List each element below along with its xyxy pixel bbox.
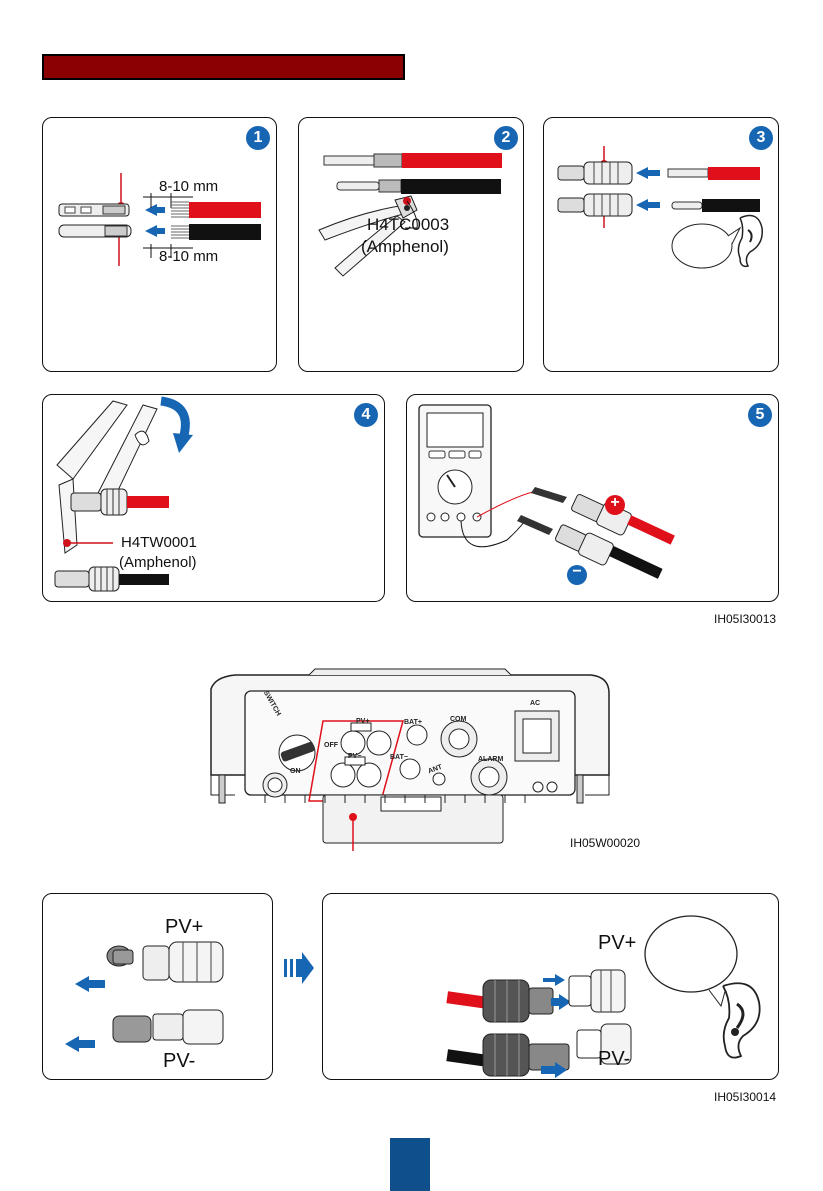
label-alarm: ALARM xyxy=(478,756,503,763)
label-com: COM xyxy=(450,716,466,723)
step1-dim-top: 8-10 mm xyxy=(159,178,218,195)
connect-pv-minus: PV- xyxy=(598,1048,630,1071)
step4-tool-model: H4TW0001 xyxy=(121,534,197,551)
label-pv-minus: PV− xyxy=(348,753,361,760)
connect-pv-plus: PV+ xyxy=(598,932,636,955)
dust-pv-plus: PV+ xyxy=(165,916,203,939)
step5-panel: 5 + − xyxy=(406,394,779,602)
step3-panel: 3 xyxy=(543,117,779,372)
figure-code-inverter: IH05W00020 xyxy=(570,836,640,850)
label-bat-minus: BAT− xyxy=(390,754,408,761)
plus-sign: + xyxy=(607,494,623,512)
page-number-box xyxy=(390,1138,430,1191)
step4-tool-brand: (Amphenol) xyxy=(119,554,197,571)
connect-panel: PV+ PV- xyxy=(322,893,779,1080)
step5-illustration xyxy=(407,395,780,603)
step4-illustration xyxy=(43,395,386,603)
step2-tool-brand: (Amphenol) xyxy=(361,237,449,257)
step2-panel: 2 H4TC0003 (Amphenol) xyxy=(298,117,524,372)
dust-cap-panel: PV+ PV- xyxy=(42,893,273,1080)
step3-illustration xyxy=(544,118,780,373)
label-pv-plus: PV+ xyxy=(356,718,369,725)
connect-illustration xyxy=(323,894,780,1081)
dust-cap-illustration xyxy=(43,894,274,1081)
dust-pv-minus: PV- xyxy=(163,1050,195,1073)
step4-panel: 4 H4TW0001 (Amphenol) xyxy=(42,394,385,602)
step1-panel: 1 8-10 mm 8-10 mm xyxy=(42,117,277,372)
step1-illustration xyxy=(43,118,278,373)
step1-dim-bottom: 8-10 mm xyxy=(159,248,218,265)
section-title-bar xyxy=(42,54,405,80)
label-on: ON xyxy=(290,768,301,775)
label-off: OFF xyxy=(324,742,338,749)
minus-sign: − xyxy=(569,563,585,581)
label-bat-plus: BAT+ xyxy=(404,719,422,726)
next-step-arrow-icon xyxy=(282,950,316,986)
label-ac: AC xyxy=(530,700,540,707)
step2-tool-model: H4TC0003 xyxy=(367,215,449,235)
figure-code-upper: IH05I30013 xyxy=(714,612,776,626)
figure-code-lower: IH05I30014 xyxy=(714,1090,776,1104)
